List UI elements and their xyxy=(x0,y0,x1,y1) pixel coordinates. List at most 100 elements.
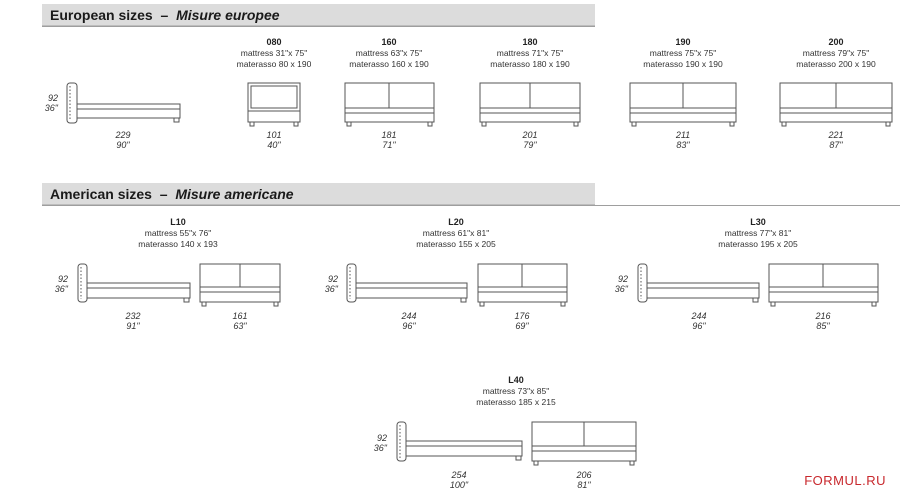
width-cm: 221 xyxy=(828,130,844,140)
width-cm: 211 xyxy=(675,130,691,140)
height-in: 36" xyxy=(324,284,338,294)
eu-width-190: 211 83" xyxy=(658,130,708,150)
height-cm: 92 xyxy=(327,274,338,284)
eu-height-cm: 92 xyxy=(47,93,58,103)
us-height-L30: 92 36" xyxy=(594,274,628,294)
model-code: L40 xyxy=(508,375,524,385)
eu-model-200: 200 mattress 79"x 75" materasso 200 x 19… xyxy=(776,37,896,70)
us-front-L20 xyxy=(477,263,568,307)
us-front-L40 xyxy=(531,421,637,466)
width-in: 69" xyxy=(515,321,529,331)
eu-front-160 xyxy=(344,82,435,127)
materasso-cm: materasso 155 x 205 xyxy=(416,239,496,249)
eu-width-180: 201 79" xyxy=(505,130,555,150)
us-side-L40 xyxy=(396,421,523,462)
american-title-it: Misure americane xyxy=(175,186,294,202)
us-length-L10: 232 91" xyxy=(108,311,158,331)
us-length-L30: 244 96" xyxy=(674,311,724,331)
model-code: 190 xyxy=(675,37,691,47)
model-code: L20 xyxy=(448,217,464,227)
eu-height-label: 92 36" xyxy=(24,93,58,113)
length-cm: 244 xyxy=(691,311,707,321)
height-cm: 92 xyxy=(617,274,628,284)
eu-model-190: 190 mattress 75"x 75" materasso 190 x 19… xyxy=(623,37,743,70)
eu-width-160: 181 71" xyxy=(364,130,414,150)
us-model-L20: L20 mattress 61"x 81" materasso 155 x 20… xyxy=(396,217,516,250)
eu-height-in: 36" xyxy=(44,103,58,113)
us-width-L30: 216 85" xyxy=(798,311,848,331)
materasso-cm: materasso 190 x 190 xyxy=(643,59,723,69)
width-in: 81" xyxy=(577,480,591,490)
materasso-cm: materasso 140 x 193 xyxy=(138,239,218,249)
eu-side-view xyxy=(66,82,181,124)
height-in: 36" xyxy=(614,284,628,294)
eu-model-080: 080 mattress 31"x 75" materasso 80 x 190 xyxy=(214,37,334,70)
height-in: 36" xyxy=(373,443,387,453)
european-sizes-header: European sizes – Misure europee xyxy=(42,4,595,26)
american-title-sep: – xyxy=(159,186,168,202)
european-rule xyxy=(42,26,595,27)
model-code: 180 xyxy=(522,37,538,47)
european-title-it: Misure europee xyxy=(176,7,280,23)
height-in: 36" xyxy=(54,284,68,294)
mattress-inches: mattress 79"x 75" xyxy=(802,48,870,58)
european-title-sep: – xyxy=(160,7,169,23)
materasso-cm: materasso 185 x 215 xyxy=(476,397,556,407)
us-width-L20: 176 69" xyxy=(497,311,547,331)
width-cm: 176 xyxy=(514,311,530,321)
eu-width-080: 101 40" xyxy=(249,130,299,150)
model-code: L10 xyxy=(170,217,186,227)
width-in: 71" xyxy=(382,140,396,150)
width-cm: 181 xyxy=(381,130,397,140)
eu-side-length-in: 90" xyxy=(116,140,130,150)
eu-front-200 xyxy=(779,82,893,127)
american-title: American sizes xyxy=(50,186,152,202)
materasso-cm: materasso 195 x 205 xyxy=(718,239,798,249)
us-height-L40: 92 36" xyxy=(353,433,387,453)
length-cm: 244 xyxy=(401,311,417,321)
mattress-inches: mattress 73"x 85" xyxy=(482,386,550,396)
eu-front-190 xyxy=(629,82,737,127)
width-in: 87" xyxy=(829,140,843,150)
us-width-L10: 161 63" xyxy=(215,311,265,331)
us-height-L20: 92 36" xyxy=(304,274,338,294)
us-side-L20 xyxy=(346,263,468,303)
us-side-L30 xyxy=(637,263,760,303)
watermark: FORMUL.RU xyxy=(804,473,886,488)
eu-model-160: 160 mattress 63"x 75" materasso 160 x 19… xyxy=(329,37,449,70)
us-front-L30 xyxy=(768,263,879,307)
height-cm: 92 xyxy=(376,433,387,443)
us-model-L40: L40 mattress 73"x 85" materasso 185 x 21… xyxy=(456,375,576,408)
mattress-inches: mattress 61"x 81" xyxy=(422,228,490,238)
length-in: 91" xyxy=(126,321,140,331)
eu-front-080 xyxy=(247,82,301,127)
width-cm: 101 xyxy=(266,130,282,140)
model-code: 160 xyxy=(381,37,397,47)
width-cm: 201 xyxy=(522,130,538,140)
mattress-inches: mattress 71"x 75" xyxy=(496,48,564,58)
model-code: 080 xyxy=(266,37,282,47)
us-height-L10: 92 36" xyxy=(34,274,68,294)
materasso-cm: materasso 180 x 190 xyxy=(490,59,570,69)
height-cm: 92 xyxy=(57,274,68,284)
mattress-inches: mattress 55"x 76" xyxy=(144,228,212,238)
model-code: 200 xyxy=(828,37,844,47)
us-side-L10 xyxy=(77,263,191,303)
width-cm: 161 xyxy=(232,311,248,321)
european-title: European sizes xyxy=(50,7,153,23)
mattress-inches: mattress 31"x 75" xyxy=(240,48,308,58)
width-in: 79" xyxy=(523,140,537,150)
length-cm: 254 xyxy=(451,470,467,480)
eu-front-180 xyxy=(479,82,581,127)
eu-model-180: 180 mattress 71"x 75" materasso 180 x 19… xyxy=(470,37,590,70)
materasso-cm: materasso 80 x 190 xyxy=(236,59,312,69)
width-in: 85" xyxy=(816,321,830,331)
mattress-inches: mattress 75"x 75" xyxy=(649,48,717,58)
length-in: 100" xyxy=(449,480,469,490)
length-in: 96" xyxy=(692,321,706,331)
us-front-L10 xyxy=(199,263,281,307)
width-cm: 206 xyxy=(576,470,592,480)
us-model-L10: L10 mattress 55"x 76" materasso 140 x 19… xyxy=(118,217,238,250)
length-in: 96" xyxy=(402,321,416,331)
